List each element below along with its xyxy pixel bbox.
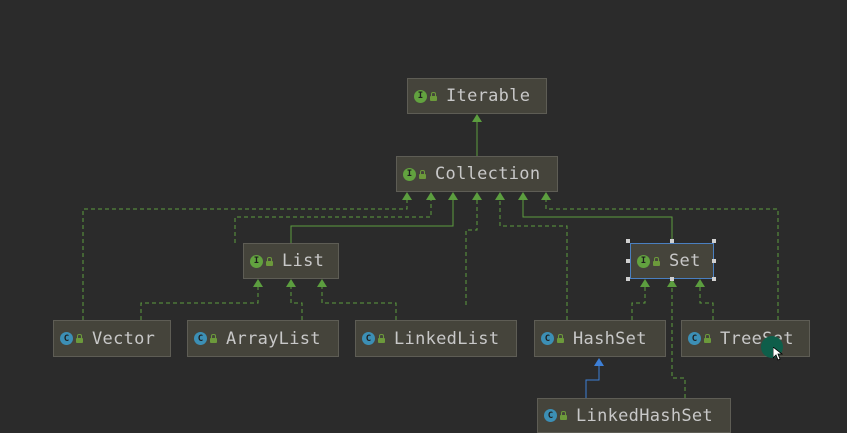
arrowhead [472,192,482,200]
class-icon: C [541,332,554,345]
arrowhead [594,358,604,366]
arrowhead [317,279,327,287]
node-list[interactable]: I List [243,243,339,279]
arrowhead [640,279,650,287]
access-lock-icon [378,334,385,343]
class-icon: C [194,332,207,345]
edge-collection-extends-iterable [472,114,482,156]
arrowhead [253,279,263,287]
selection-handle[interactable] [712,259,716,263]
interface-icon: I [250,254,263,268]
edge-vector-implements-collection [82,192,412,320]
selection-handle[interactable] [626,259,630,263]
access-lock-icon [76,334,83,343]
edge-hashset-implements-collection [495,192,568,320]
node-label: LinkedHashSet [576,405,713,426]
edge-linkedhashset-extends-hashset [585,358,604,398]
selection-handle[interactable] [670,277,674,281]
class-icon: C [60,332,73,345]
access-lock-icon [419,169,426,179]
interface-icon: I [637,254,650,268]
edge-linkedhashset-implements-set [667,279,686,398]
access-lock-icon [704,334,711,343]
arrowhead [472,114,482,122]
class-icon: C [544,409,557,422]
edge-linkedlist-implements-list [317,279,397,320]
edge-arraylist-implements-list [286,279,303,320]
node-hashset[interactable]: C HashSet [534,320,666,357]
interface-icon: I [414,89,427,103]
node-treeset[interactable]: C TreeSet [681,320,810,357]
selection-handle[interactable] [712,239,716,243]
node-iterable[interactable]: I Iterable [407,78,547,114]
arrowhead [495,192,505,200]
node-label: Iterable [446,86,531,106]
arrowhead [426,192,436,200]
access-lock-icon [653,256,660,266]
edge-list-extends-collection [290,192,458,243]
node-label: Collection [435,164,541,184]
class-icon: C [362,332,375,345]
node-collection[interactable]: I Collection [396,156,558,192]
access-lock-icon [430,91,437,101]
node-label: Set [669,251,701,271]
node-label: Vector [92,328,156,349]
node-label: HashSet [573,328,647,349]
edge-treeset-implements-collection [541,192,779,320]
arrowhead [448,192,458,200]
access-lock-icon [266,256,273,266]
arrowhead [695,279,705,287]
edge-set-extends-collection [518,192,673,243]
access-lock-icon [560,411,567,420]
edge-arraylist-implements-collection [234,192,436,243]
arrowhead [402,192,412,200]
selection-handle[interactable] [626,239,630,243]
arrowhead [667,279,677,287]
node-vector[interactable]: C Vector [53,320,171,357]
node-set[interactable]: I Set [630,243,714,279]
mouse-pointer-icon [773,347,783,361]
edge-hashset-implements-set [631,279,650,320]
edge-linkedlist-implements-collection [465,192,482,305]
node-linkedhashset[interactable]: C LinkedHashSet [537,398,731,433]
node-arraylist[interactable]: C ArrayList [187,320,339,357]
edge-treeset-implements-set [695,279,714,320]
arrowhead [541,192,551,200]
interface-icon: I [403,167,416,181]
node-label: List [282,251,325,271]
node-label: LinkedList [394,328,500,349]
selection-handle[interactable] [670,239,674,243]
edge-vector-implements-list [140,279,263,320]
arrowhead [286,279,296,287]
class-icon: C [688,332,701,345]
node-linkedlist[interactable]: C LinkedList [355,320,517,357]
arrowhead [518,192,528,200]
access-lock-icon [557,334,564,343]
selection-handle[interactable] [712,277,716,281]
node-label: ArrayList [226,328,321,349]
selection-handle[interactable] [626,277,630,281]
access-lock-icon [210,334,217,343]
